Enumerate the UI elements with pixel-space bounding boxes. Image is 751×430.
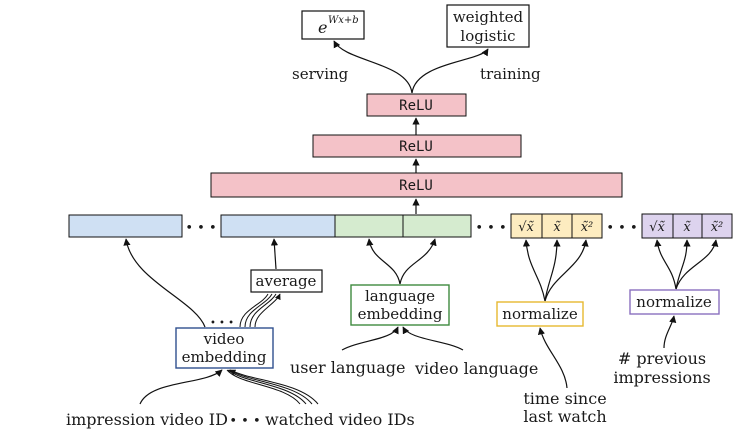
relu-layer-middle-label: ReLU: [399, 139, 433, 155]
time-linear-cell: [541, 213, 573, 239]
time-normalize-label: normalize: [502, 305, 578, 323]
embedding-ellipsis: • • •: [210, 318, 234, 329]
training-label: training: [480, 65, 541, 83]
time-linear-label: x̃: [553, 220, 561, 235]
bundle-line-4: [254, 293, 281, 328]
arrow-video-language-embedding: [399, 238, 437, 285]
training-output-line1: weighted: [453, 8, 524, 26]
user-language-label: user language: [290, 358, 405, 377]
bundle-line-3: [249, 293, 277, 328]
average-label: average: [256, 272, 317, 290]
video-embedding-line1: video: [203, 330, 245, 348]
arrow-time-square: [544, 239, 589, 302]
ellipsis-1: • • •: [185, 221, 216, 236]
arrow-impressions-sqrt: [654, 239, 677, 290]
impressions-square-cell: [701, 213, 733, 239]
video-language-segment: [402, 214, 472, 238]
average-box: [250, 269, 323, 293]
user-language-segment: [334, 214, 404, 238]
watched-line-4: [229, 369, 319, 405]
bundle-line-2: [244, 293, 273, 328]
impressions-square-label: x̃²: [711, 220, 724, 235]
serving-arrow: [333, 40, 413, 94]
arrow-average-to-feature: [270, 238, 279, 270]
impression-embedding-segment: [68, 214, 183, 238]
watched-average-segment: [220, 214, 336, 238]
impressions-linear-cell: [672, 213, 703, 239]
arrow-impressions-square: [675, 239, 719, 290]
training-output-line2: logistic: [460, 27, 515, 45]
arrow-impressions-linear: [675, 239, 691, 290]
time-square-label: x̃²: [581, 220, 594, 235]
language-embedding-line2: embedding: [358, 305, 443, 323]
impressions-normalize-box: [629, 289, 720, 315]
arrow-time-input: [537, 327, 568, 389]
serving-formula-base: e: [318, 18, 327, 37]
relu-layer-bottom: [210, 172, 623, 198]
arrow-impressions-input: [663, 315, 677, 349]
training-output-box: weighted logistic: [446, 4, 530, 48]
arrow-video-language: [402, 326, 464, 351]
inputs-ellipsis: • • •: [229, 414, 260, 429]
ellipsis-3: • • •: [606, 221, 637, 236]
video-language-label: video language: [414, 359, 538, 378]
time-square-cell: [571, 213, 603, 239]
relu-layer-top-label: ReLU: [399, 98, 433, 114]
arrow-impression-id: [139, 369, 223, 405]
impressions-linear-label: x̃: [683, 220, 691, 235]
time-since-line1: time since: [523, 389, 606, 408]
arrow-time-linear: [544, 239, 561, 302]
serving-formula-exponent: Wx+b: [328, 15, 359, 26]
time-sqrt-label: √x̃: [518, 220, 534, 235]
impression-video-id-label: impression video ID: [66, 410, 228, 429]
time-normalize-box: [496, 301, 584, 327]
previous-impressions-line2: impressions: [613, 368, 710, 387]
training-arrow: [411, 48, 489, 94]
watched-video-ids-label: watched video IDs: [265, 410, 415, 429]
video-embedding-box: [175, 327, 274, 369]
ellipsis-2: • • •: [475, 221, 506, 236]
language-embedding-line1: language: [365, 287, 435, 305]
impressions-normalize-label: normalize: [636, 293, 712, 311]
arrow-time-sqrt: [522, 239, 546, 302]
time-sqrt-cell: [510, 213, 543, 239]
bundle-line-1: [239, 293, 269, 328]
time-since-line2: last watch: [523, 407, 606, 426]
serving-output-box: e Wx+b: [301, 10, 365, 40]
impressions-sqrt-cell: [641, 213, 674, 239]
relu-layer-middle: [312, 134, 522, 158]
language-embedding-box: [350, 284, 450, 326]
relu-layer-bottom-label: ReLU: [399, 178, 433, 194]
video-embedding-line2: embedding: [182, 348, 267, 366]
arrow-impression-embedding: [123, 238, 206, 328]
previous-impressions-line1: # previous: [618, 349, 706, 368]
arrow-user-language: [341, 326, 399, 351]
arrow-user-language-embedding: [366, 238, 401, 285]
serving-label: serving: [292, 65, 349, 83]
relu-layer-top: [366, 93, 467, 117]
impressions-sqrt-label: √x̃: [649, 220, 665, 235]
